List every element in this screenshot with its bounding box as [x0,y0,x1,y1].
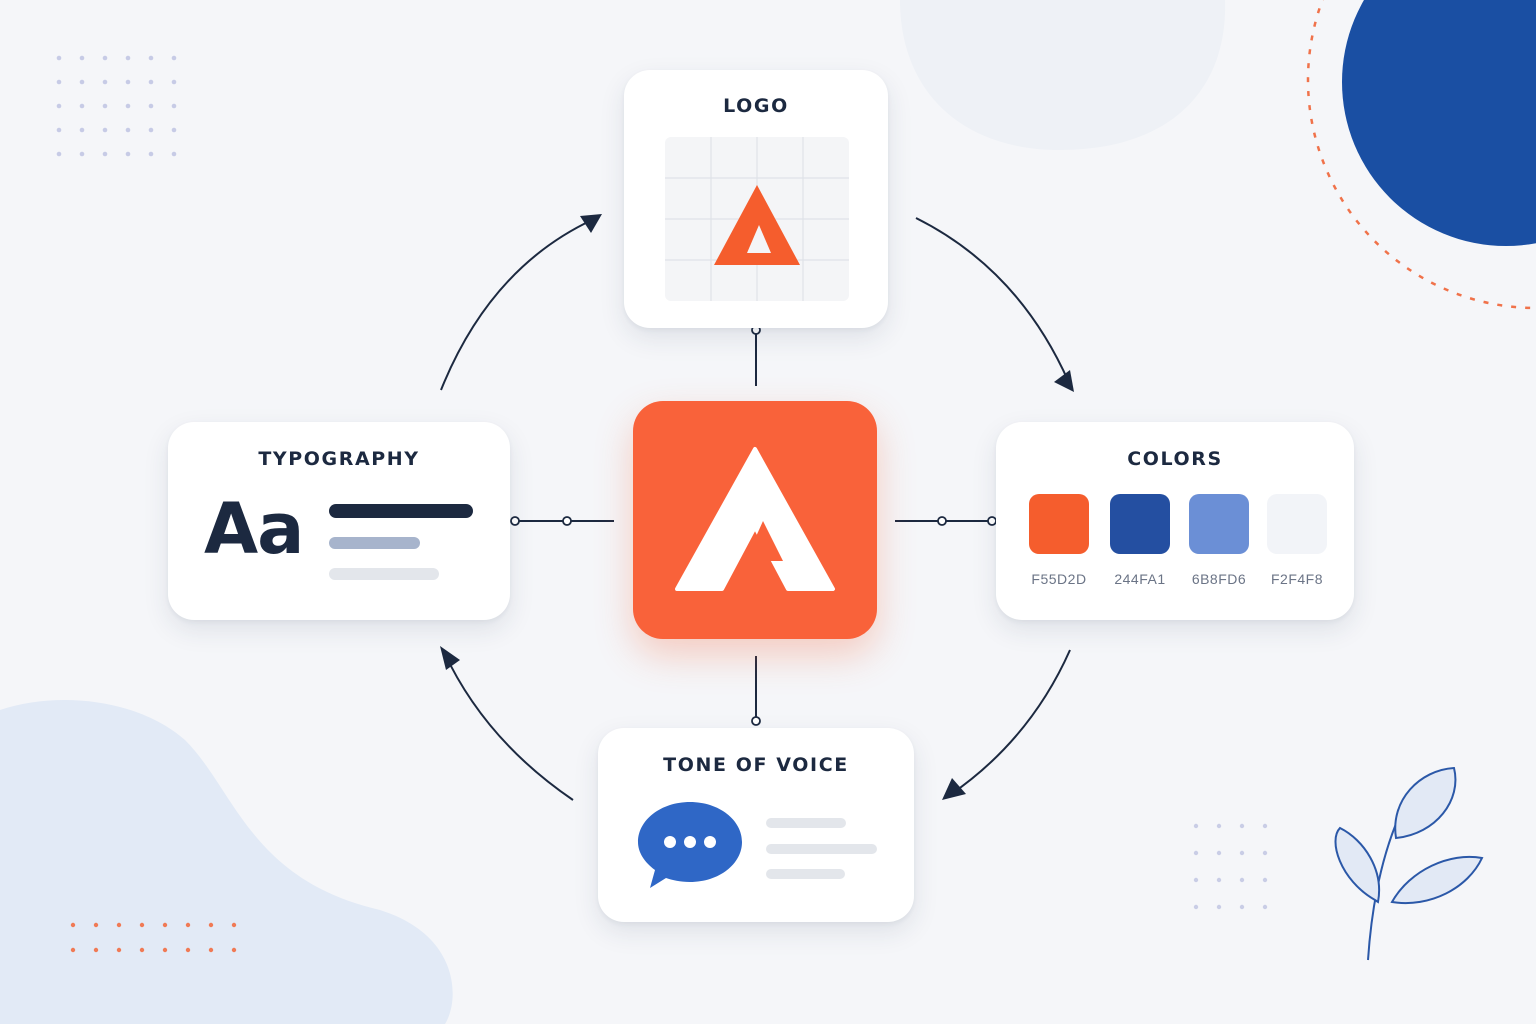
arrow-typography-to-logo [440,219,593,391]
typography-card[interactable]: TYPOGRAPHY Aa [168,422,510,620]
center-brand-tile[interactable] [633,401,877,639]
logo-card[interactable]: LOGO [624,70,888,328]
text-line [766,818,846,828]
logo-mark-icon [714,185,800,265]
connector-node [562,516,572,526]
colors-card-title: COLORS [1127,448,1223,470]
arrow-tone-to-typography [443,651,574,801]
color-swatch[interactable] [1110,494,1170,554]
connector-node [987,516,997,526]
arrow-colors-to-tone [949,649,1071,796]
tone-card-title: TONE OF VOICE [663,754,849,776]
heading-line [329,504,473,518]
arrowhead-icon [580,214,602,233]
colors-card[interactable]: COLORS F55D2D 244FA1 6B8FD6 F2F4F8 [996,422,1354,620]
brand-logo-icon [675,447,835,591]
color-swatch[interactable] [1267,494,1327,554]
color-swatch-label: F55D2D [1031,571,1087,587]
text-line [766,869,845,879]
bg-blob-top [900,0,1226,150]
connector-node [937,516,947,526]
text-line [766,844,877,854]
color-swatch[interactable] [1189,494,1249,554]
tone-of-voice-card[interactable]: TONE OF VOICE [598,728,914,922]
typography-card-title: TYPOGRAPHY [258,448,420,470]
color-swatch-label: 6B8FD6 [1191,571,1247,587]
arrowhead-icon [440,646,460,670]
color-swatch-label: 244FA1 [1114,571,1166,587]
logo-card-title: LOGO [723,95,789,117]
arrowhead-icon [1054,370,1074,392]
connector-node [751,716,761,726]
dot-grid-bottom-left [70,922,237,953]
bg-blob-bottom-left [0,700,453,1024]
dot-grid-top-left [56,55,177,157]
dot-grid-bottom-right [1193,823,1268,910]
blue-circle [1342,0,1536,246]
speech-bubble-icon [638,802,742,888]
typography-sample-text: Aa [204,488,304,570]
arrowhead-icon [942,778,966,800]
logo-construction-grid [665,137,849,301]
leaf-sprig-icon [1334,766,1484,961]
color-swatch-label: F2F4F8 [1270,571,1323,587]
subheading-line [329,537,420,549]
dashed-ring [1306,0,1536,310]
color-swatch[interactable] [1029,494,1089,554]
connector-node [510,516,520,526]
body-line [329,568,439,580]
arrow-logo-to-colors [915,217,1071,386]
